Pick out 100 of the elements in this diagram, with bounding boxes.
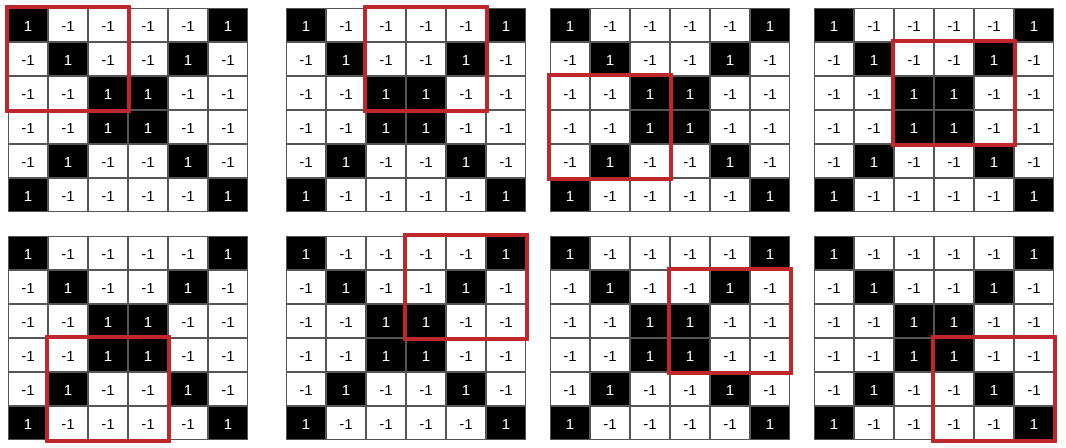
grid-cell: -1 [590, 304, 630, 338]
grid-cell: -1 [486, 270, 526, 304]
grid-cell: 1 [630, 304, 670, 338]
grid-cell: -1 [48, 178, 88, 212]
grid-cell: -1 [934, 406, 974, 440]
grid-cell: -1 [854, 76, 894, 110]
grid-cell: -1 [286, 76, 326, 110]
grid-cell: 1 [486, 8, 526, 42]
grid-cell: -1 [168, 178, 208, 212]
grid-cell: -1 [208, 338, 248, 372]
grid-cell: -1 [286, 144, 326, 178]
grid-cell: 1 [590, 372, 630, 406]
grid-cell: 1 [208, 406, 248, 440]
grid-cell: -1 [670, 8, 710, 42]
grid-cell: -1 [814, 144, 854, 178]
grid-cell: 1 [168, 270, 208, 304]
grid-cell: -1 [854, 338, 894, 372]
grid-cell: -1 [814, 372, 854, 406]
grid-cell: 1 [750, 236, 790, 270]
grid-cell: 1 [630, 76, 670, 110]
grid-cell: 1 [974, 42, 1014, 76]
grid-cell: -1 [326, 338, 366, 372]
grid-cell: -1 [326, 110, 366, 144]
grid-cell: 1 [326, 270, 366, 304]
grid-cell: -1 [8, 270, 48, 304]
grid-cell: -1 [446, 76, 486, 110]
grid-cell: 1 [48, 270, 88, 304]
grid-cell: -1 [406, 236, 446, 270]
grid-cell: -1 [446, 406, 486, 440]
grid-cell: 1 [406, 76, 446, 110]
grid-cell: 1 [486, 406, 526, 440]
grid-cell: -1 [168, 236, 208, 270]
grid-cell: -1 [854, 304, 894, 338]
grid-cell: -1 [208, 270, 248, 304]
grid-cell: -1 [854, 8, 894, 42]
grid-cell: 1 [446, 42, 486, 76]
grid-cell: -1 [710, 406, 750, 440]
grid-cell: -1 [854, 406, 894, 440]
grid-cell: 1 [854, 372, 894, 406]
grid-cell: -1 [974, 76, 1014, 110]
grid-cell: -1 [630, 178, 670, 212]
grid-cell: -1 [406, 144, 446, 178]
grid-cell: -1 [486, 144, 526, 178]
grid-cell: 1 [168, 372, 208, 406]
grid-cell: -1 [406, 42, 446, 76]
grid-cell: 1 [446, 372, 486, 406]
grid-cell: 1 [550, 236, 590, 270]
grid-cell: -1 [286, 304, 326, 338]
grid-cell: -1 [366, 236, 406, 270]
grid-cell: -1 [894, 8, 934, 42]
grid-cell: -1 [590, 406, 630, 440]
grid-cell: -1 [286, 42, 326, 76]
grid-cell: 1 [590, 270, 630, 304]
grid-cell: 1 [550, 406, 590, 440]
grid-cell: -1 [326, 406, 366, 440]
grid-cell: -1 [750, 270, 790, 304]
grid-cell: -1 [128, 406, 168, 440]
grid-cell: -1 [128, 8, 168, 42]
grid-cell: -1 [814, 338, 854, 372]
grid-cell: -1 [630, 8, 670, 42]
grid-cell: -1 [710, 110, 750, 144]
grid-cell: -1 [208, 304, 248, 338]
grid-cell: -1 [550, 338, 590, 372]
grid-cell: -1 [8, 76, 48, 110]
grid-cell: 1 [974, 372, 1014, 406]
grid-cell: -1 [814, 76, 854, 110]
grid-cell: -1 [208, 42, 248, 76]
grid-cell: -1 [630, 236, 670, 270]
grid-cell: -1 [1014, 42, 1054, 76]
grid-cell: 1 [8, 178, 48, 212]
grid-cell: -1 [88, 8, 128, 42]
grid-cell: -1 [590, 178, 630, 212]
grid-cell: -1 [88, 406, 128, 440]
grid-cell: 1 [128, 338, 168, 372]
grid-cell: -1 [630, 144, 670, 178]
grid-cell: -1 [854, 236, 894, 270]
grid-cell: 1 [286, 8, 326, 42]
grid-cell: -1 [630, 42, 670, 76]
grid-cell: -1 [630, 372, 670, 406]
grid-cell: 1 [894, 110, 934, 144]
grid-cell: -1 [1014, 144, 1054, 178]
grid-cell: -1 [168, 8, 208, 42]
grid-cell: -1 [128, 236, 168, 270]
grid-cell: 1 [208, 178, 248, 212]
grid-cell: -1 [550, 304, 590, 338]
grid-cell: -1 [88, 178, 128, 212]
grid-cell: 1 [366, 304, 406, 338]
grid-cell: 1 [326, 42, 366, 76]
grid-cell: -1 [854, 178, 894, 212]
grid-cell: -1 [710, 304, 750, 338]
grid-cell: 1 [366, 76, 406, 110]
grid-cell: -1 [710, 338, 750, 372]
grid-cell: 1 [128, 110, 168, 144]
grid-cell: -1 [750, 76, 790, 110]
grid-cell: 1 [590, 42, 630, 76]
grid-cell: -1 [710, 8, 750, 42]
grid-cell: -1 [326, 304, 366, 338]
grid-cell: -1 [974, 304, 1014, 338]
grid-cell: 1 [88, 304, 128, 338]
grid-cell: -1 [974, 178, 1014, 212]
